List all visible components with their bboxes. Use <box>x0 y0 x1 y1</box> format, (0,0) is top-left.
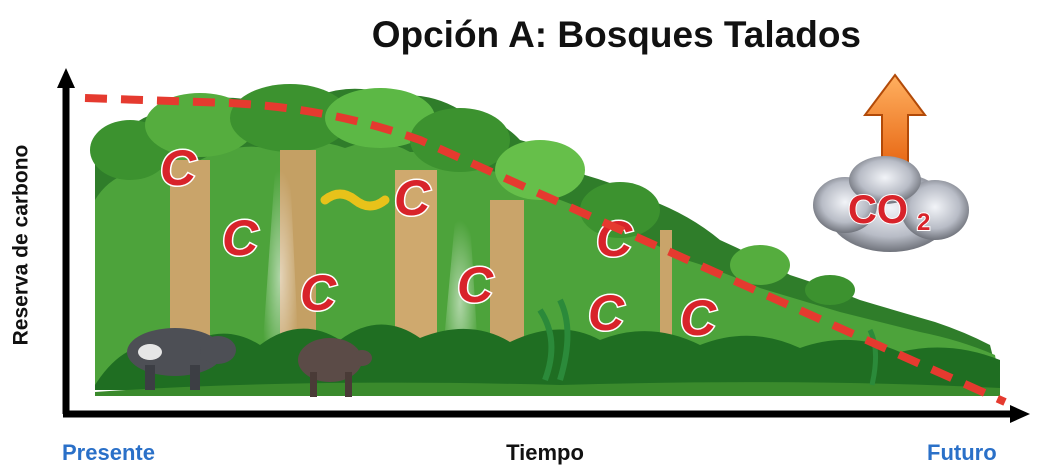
diagram-title: Opción A: Bosques Talados <box>371 14 861 55</box>
x-axis-label: Tiempo <box>506 440 584 465</box>
co2-subscript: 2 <box>917 209 930 236</box>
tapir-animal <box>127 328 236 390</box>
co2-emission: CO 2 <box>813 73 969 252</box>
x-axis-start-label: Presente <box>62 440 155 465</box>
carbon-marker: C <box>160 140 197 196</box>
cloud-icon <box>813 156 969 252</box>
forest-illustration <box>90 84 1000 397</box>
carbon-marker: C <box>457 257 494 313</box>
carbon-marker: C <box>222 210 259 266</box>
carbon-trend-line <box>84 94 1007 406</box>
carbon-markers: C C C C C C C C <box>158 139 718 348</box>
carbon-marker: C <box>300 265 337 321</box>
carbon-marker: C <box>394 170 431 226</box>
carbon-marker: C <box>588 285 625 341</box>
carbon-marker: C <box>596 211 633 267</box>
carbon-marker: C <box>680 290 717 346</box>
co2-label: CO <box>848 188 908 232</box>
x-axis-arrowhead <box>1010 405 1030 423</box>
peccary-animal <box>298 338 372 397</box>
y-axis-arrowhead <box>57 68 75 88</box>
axes <box>57 68 1030 423</box>
x-axis-end-label: Futuro <box>927 440 997 465</box>
